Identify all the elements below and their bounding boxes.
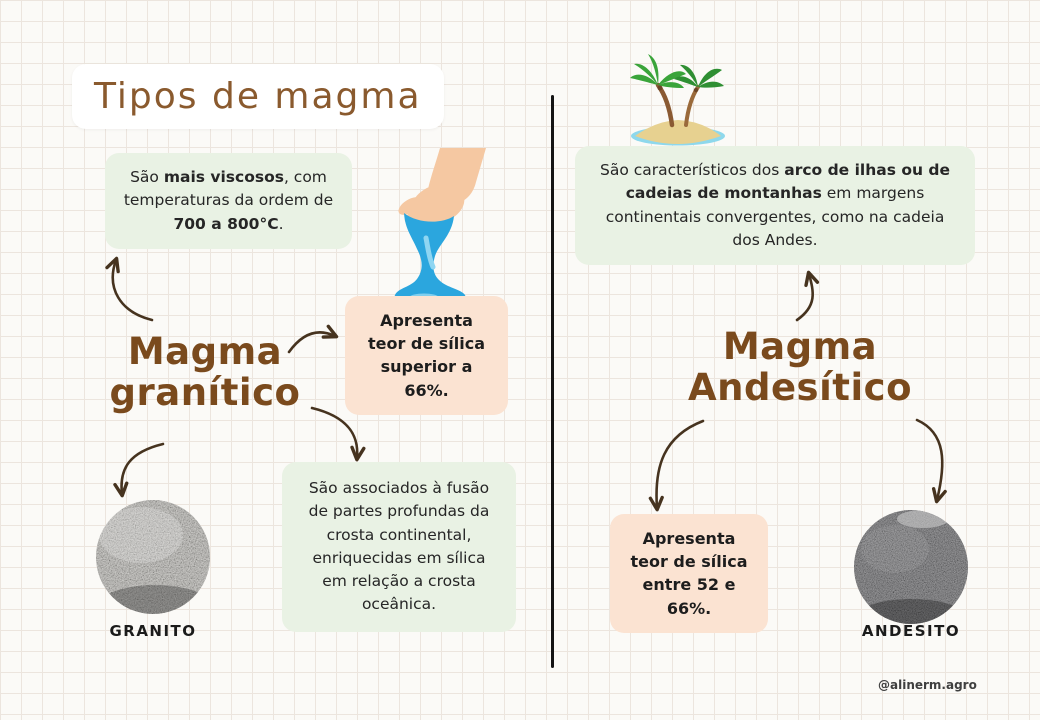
- arrow-granitico-to-viscosity: [105, 256, 154, 322]
- hand-icon: [398, 148, 486, 230]
- arcs-text: São característicos dos: [599, 161, 785, 179]
- arrow-andesitico-to-andesite: [915, 418, 947, 504]
- arrow-granitico-to-granite: [113, 442, 165, 498]
- granite-photo: [96, 500, 210, 614]
- island-arcs-note: São característicos dos arco de ilhas ou…: [575, 146, 975, 265]
- credit-handle: @alinerm.agro: [878, 678, 977, 692]
- arcs-bold: arco de ilhas ou de cadeias de montanhas: [625, 161, 951, 203]
- viscosity-bold-2: 700 a 800°C: [173, 214, 279, 233]
- heading-magma-granitico: Magma granítico: [80, 331, 330, 414]
- fusion-note: São associados à fusão de partes profund…: [282, 462, 516, 632]
- viscosity-text-3: .: [278, 214, 284, 233]
- page-title: Tipos de magma: [94, 76, 422, 117]
- palm-island-illustration: [630, 54, 725, 146]
- heading-andesitico-line2: Andesítico: [688, 366, 912, 410]
- viscosity-text: São: [130, 168, 164, 186]
- andesite-photo: [854, 510, 968, 624]
- heading-granitico-line2: granítico: [109, 371, 301, 415]
- heading-granitico-line1: Magma: [127, 330, 283, 373]
- viscosity-note: São mais viscosos, com temperaturas da o…: [105, 153, 352, 249]
- slime-icon: [394, 213, 466, 305]
- heading-andesitico-line1: Magma: [722, 325, 878, 368]
- viscosity-bold-1: mais viscosos: [163, 168, 284, 186]
- arrow-andesitico-to-arcs: [795, 270, 820, 322]
- silica-andesitic-text: Apresenta teor de sílica entre 52 e 66%.: [630, 529, 748, 618]
- silica-note-andesitic: Apresenta teor de sílica entre 52 e 66%.: [610, 514, 768, 633]
- page-title-card: Tipos de magma: [72, 64, 444, 129]
- divider-line: [551, 95, 554, 668]
- silica-granitic-text: Apresenta teor de sílica superior a 66%.: [367, 311, 486, 400]
- heading-magma-andesitico: Magma Andesítico: [670, 326, 930, 409]
- silica-note-granitic: Apresenta teor de sílica superior a 66%.: [345, 296, 508, 415]
- arrow-andesitico-to-silica: [648, 419, 705, 512]
- andesite-caption: ANDESITO: [861, 622, 961, 640]
- viscosity-text-2: , com temperaturas da ordem de: [123, 168, 334, 210]
- granite-caption: GRANITO: [109, 622, 197, 640]
- fusion-text: São associados à fusão de partes profund…: [308, 479, 490, 614]
- island-icon: [630, 54, 725, 146]
- arcs-text-2: em margens continentais convergentes, co…: [605, 184, 945, 249]
- slime-hand-illustration: [394, 148, 486, 305]
- arrow-granitico-to-fusion: [310, 406, 366, 462]
